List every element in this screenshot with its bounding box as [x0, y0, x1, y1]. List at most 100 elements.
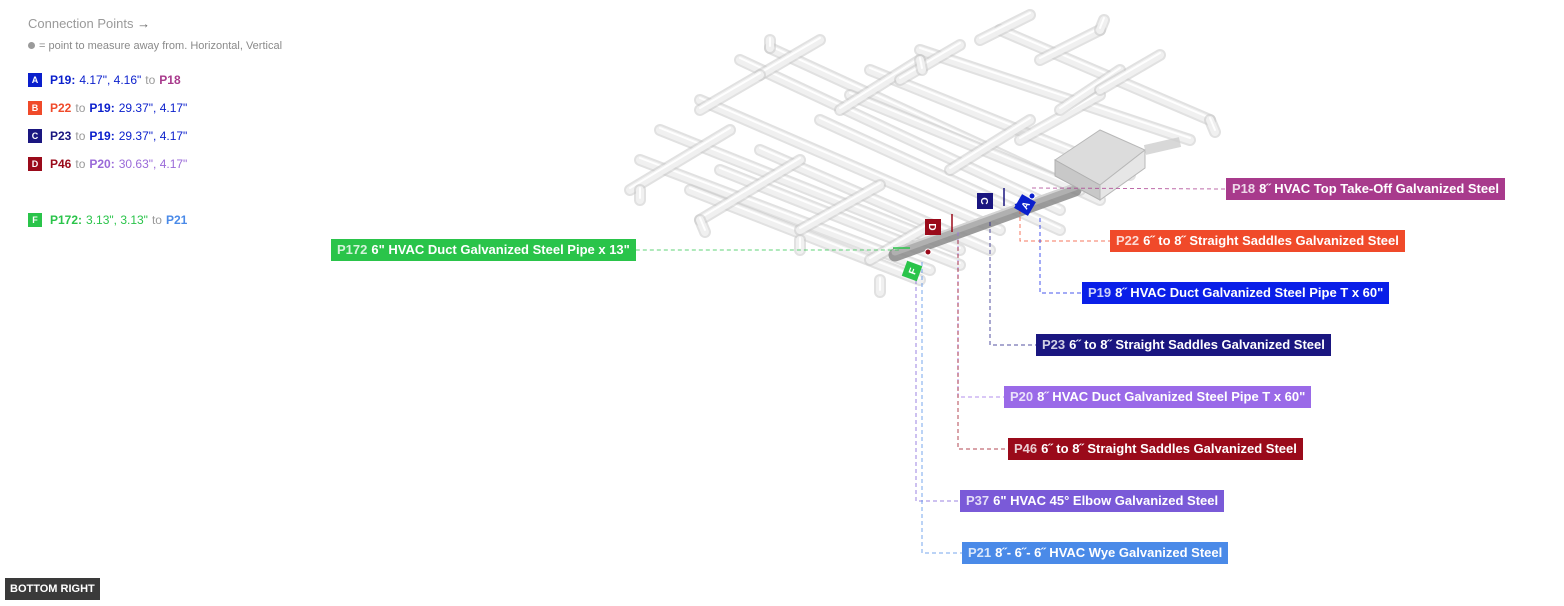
- measure-point-dot-icon: [28, 42, 35, 49]
- duct-pipe: [734, 54, 1066, 216]
- legend-badge: B: [28, 101, 42, 115]
- duct-pipe: [1204, 114, 1221, 138]
- label-part-name: 6" HVAC Duct Galvanized Steel Pipe x 13": [371, 242, 630, 257]
- marker-c[interactable]: C: [977, 188, 1005, 209]
- legend-badge: D: [28, 157, 42, 171]
- marker-letter: D: [926, 223, 937, 230]
- duct-pipe: [624, 124, 736, 196]
- legend-title-text: Connection Points: [28, 16, 134, 31]
- legend-note-text: = point to measure away from. Horizontal…: [39, 40, 283, 52]
- legend-first-values: 4.17", 4.16": [79, 73, 142, 87]
- marker-badge: F: [901, 260, 923, 282]
- view-orientation-button[interactable]: BOTTOM RIGHT: [5, 578, 100, 600]
- label-part-name: 8˝- 6˝- 6˝ HVAC Wye Galvanized Steel: [995, 545, 1223, 560]
- marker-badge: D: [925, 219, 941, 235]
- duct-pipe: [1034, 24, 1106, 66]
- duct-network: [624, 9, 1221, 298]
- duct-pipe: [844, 89, 1086, 196]
- label-part-id: P20: [1010, 389, 1034, 404]
- label-part-name: 6˝ to 8˝ Straight Saddles Galvanized Ste…: [1069, 337, 1325, 352]
- duct-pipe: [794, 179, 886, 236]
- marker-letter: C: [978, 197, 989, 204]
- marker-badge-box: [1014, 194, 1036, 216]
- duct-pipe: [914, 54, 928, 76]
- legend-first-values: 3.13", 3.13": [86, 213, 148, 227]
- label-part-name: 8˝ HVAC Duct Galvanized Steel Pipe T x 6…: [1115, 285, 1384, 300]
- leader-line-p20: [957, 232, 1004, 398]
- leader-line-p18: [1031, 187, 1227, 190]
- duct-pipe: [834, 54, 926, 116]
- legend-first-id: P22: [50, 101, 72, 115]
- label-part-name: 6˝ to 8˝ Straight Saddles Galvanized Ste…: [1041, 441, 1297, 456]
- legend-title: Connection Points →: [28, 16, 282, 31]
- marker-f[interactable]: F: [893, 247, 923, 282]
- legend-separator: to: [151, 213, 162, 227]
- label-part-name: 6" HVAC 45° Elbow Galvanized Steel: [993, 493, 1219, 508]
- marker-d[interactable]: D: [925, 214, 953, 235]
- main-trunk: [888, 183, 1082, 262]
- legend-note: = point to measure away from. Horizontal…: [28, 40, 282, 52]
- duct-pipe: [694, 94, 1006, 236]
- label-part-name: 8˝ HVAC Top Take-Off Galvanized Steel: [1259, 181, 1499, 196]
- legend-second-id: P19:: [89, 129, 115, 143]
- label-part-id: P172: [337, 242, 368, 257]
- duct-pipe: [974, 9, 1036, 46]
- label-part-name: 6˝ to 8˝ Straight Saddles Galvanized Ste…: [1143, 233, 1399, 248]
- connection-markers: A C D F: [893, 188, 1036, 282]
- marker-letter: A: [1020, 200, 1033, 212]
- marker-badge-box: [901, 260, 923, 282]
- measure-point-dot: [924, 248, 932, 256]
- arrow-right-icon: →: [137, 16, 151, 31]
- duct-pipe: [944, 114, 1036, 176]
- leader-line-p23: [989, 222, 1036, 346]
- duct-pipe: [894, 39, 966, 86]
- leader-lines: [635, 187, 1227, 554]
- duct-pipe: [754, 34, 826, 81]
- leader-line-p37: [915, 280, 960, 502]
- legend-spacer: [28, 178, 282, 206]
- duct-pipe: [694, 154, 806, 226]
- duct-pipe: [694, 69, 766, 116]
- duct-pipe: [914, 44, 1196, 146]
- legend-first-id: P172:: [50, 213, 83, 227]
- label-part-id: P18: [1232, 181, 1256, 196]
- label-part-name: 8˝ HVAC Duct Galvanized Steel Pipe T x 6…: [1037, 389, 1306, 404]
- leader-line-p19: [1039, 218, 1082, 294]
- duct-equipment: [1054, 129, 1182, 201]
- marker-badge: C: [977, 193, 993, 209]
- legend-second-values: 29.37", 4.17": [118, 101, 188, 115]
- legend-second-id: P21: [165, 213, 188, 227]
- legend-second-values: 30.63", 4.17": [118, 157, 188, 171]
- marker-badge: A: [1014, 194, 1036, 216]
- connection-points-legend: Connection Points → = point to measure a…: [28, 16, 282, 234]
- legend-first-id: P46: [50, 157, 72, 171]
- label-part-id: P37: [966, 493, 990, 508]
- legend-first-id: P19:: [50, 73, 76, 87]
- legend-second-id: P20:: [89, 157, 115, 171]
- legend-separator: to: [145, 73, 156, 87]
- legend-separator: to: [75, 101, 86, 115]
- measure-point-dot: [1028, 192, 1036, 200]
- legend-badge: C: [28, 129, 42, 143]
- label-part-id: P19: [1088, 285, 1112, 300]
- marker-a[interactable]: A: [1014, 194, 1036, 216]
- marker-badge-box: [977, 193, 993, 209]
- label-part-id: P22: [1116, 233, 1140, 248]
- legend-badge: A: [28, 73, 42, 87]
- label-part-id: P23: [1042, 337, 1066, 352]
